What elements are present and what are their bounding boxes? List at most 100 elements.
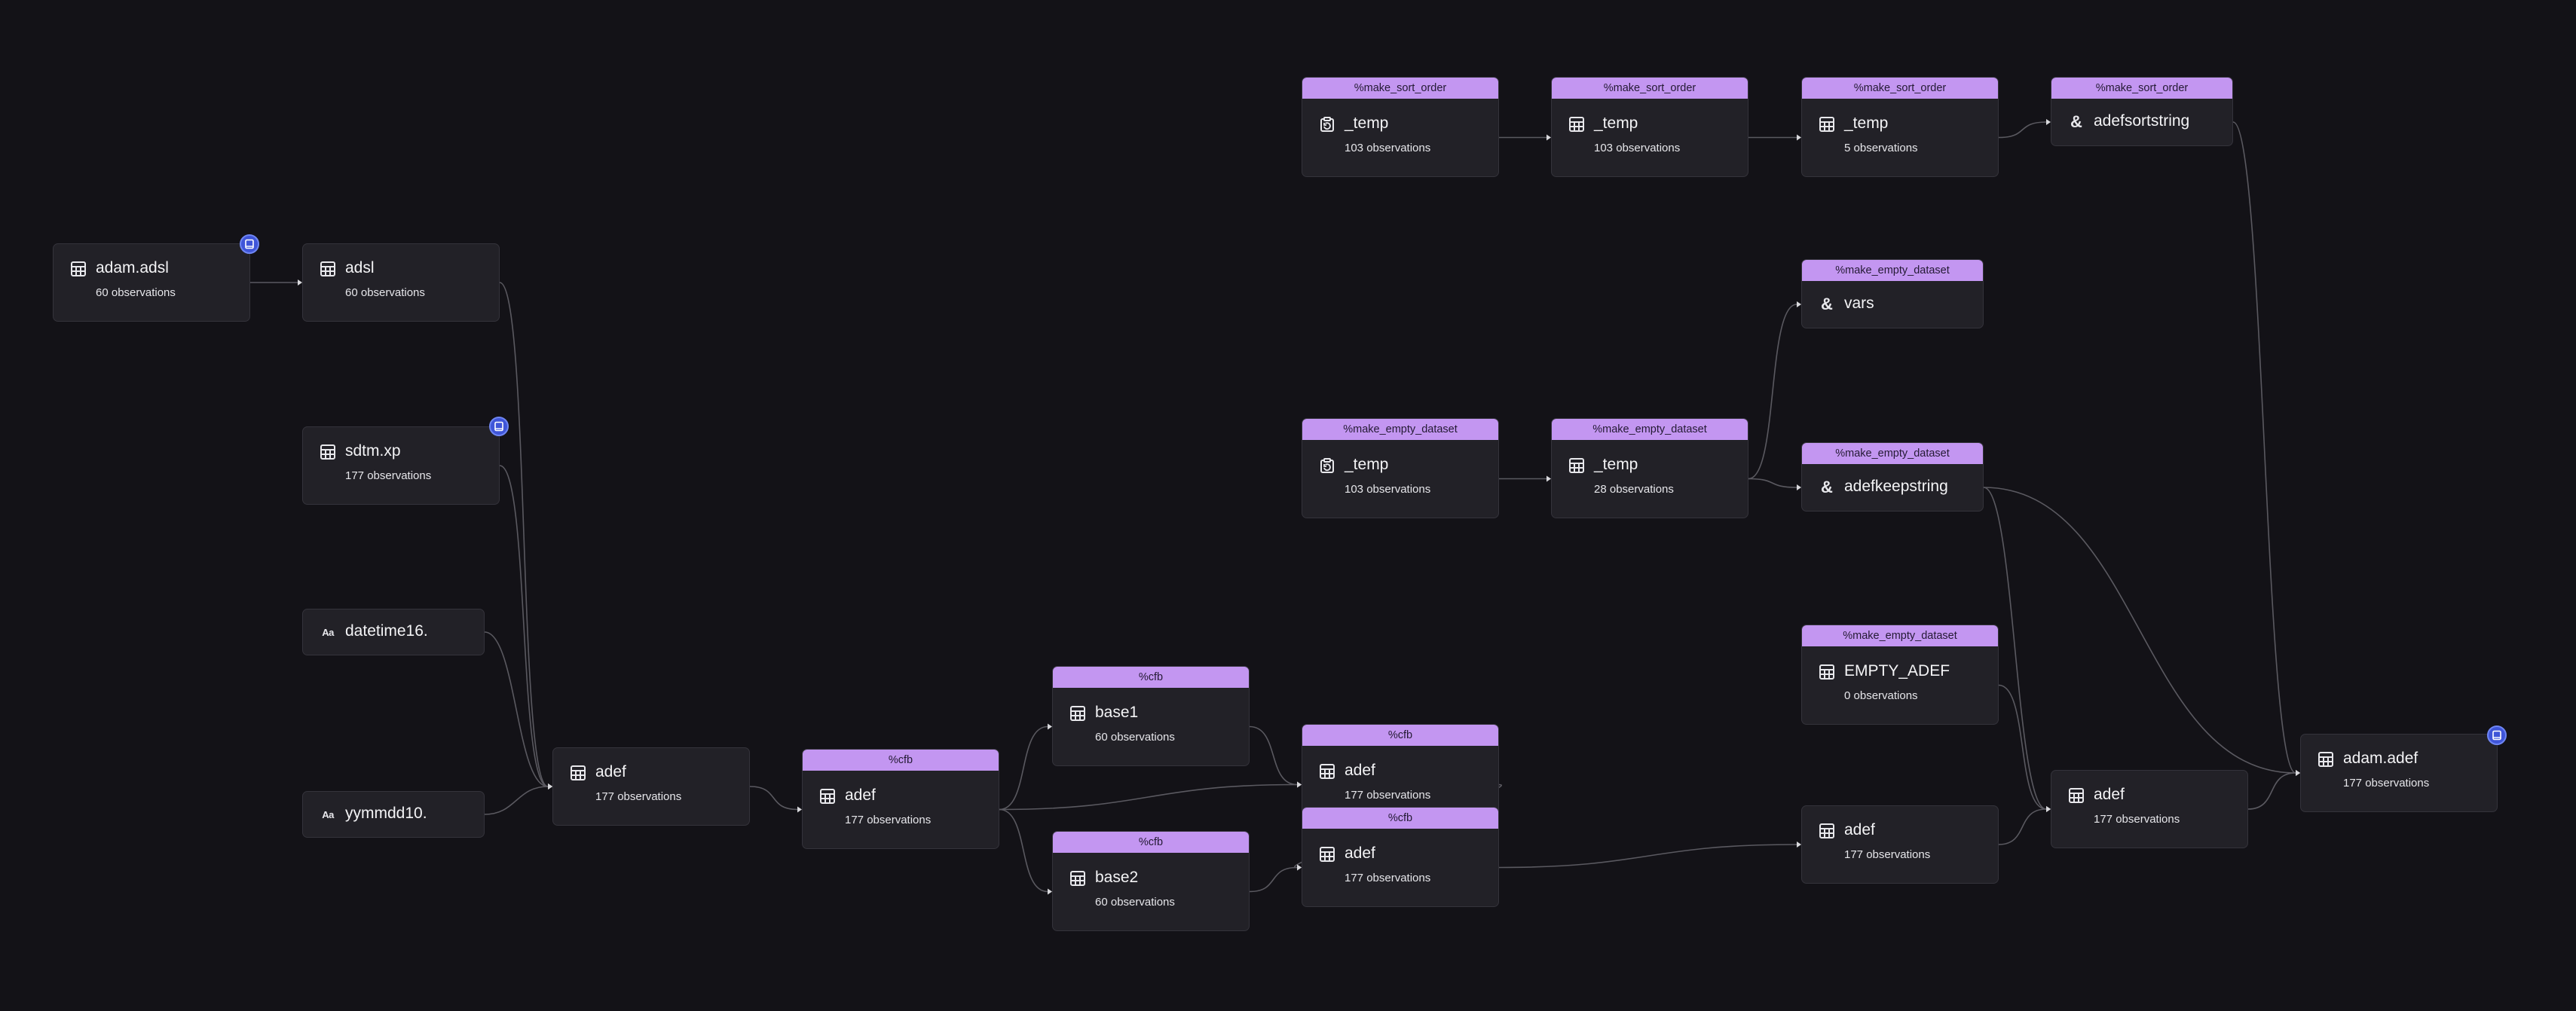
table-icon (320, 261, 336, 277)
book-icon[interactable] (489, 417, 509, 436)
node-adefkeepstring[interactable]: %make_empty_dataset&adefkeepstring (1801, 442, 1984, 512)
node-observation-count: 177 observations (2343, 777, 2430, 790)
ampersand-icon: & (2070, 112, 2082, 131)
edge-arrowhead (1547, 134, 1551, 141)
node-vars[interactable]: %make_empty_dataset&vars (1801, 259, 1984, 328)
edge-adef-5-to-adef-6 (1998, 808, 2047, 845)
node-title: adef (1345, 845, 1375, 862)
node-observation-count: 177 observations (845, 814, 932, 826)
node-observation-count: 103 observations (1345, 483, 1431, 496)
node-title: EMPTY_ADEF (1844, 662, 1950, 680)
table-icon (1319, 846, 1335, 863)
edge-sdtm-xp-to-adef-1 (499, 465, 549, 787)
ampersand-icon: & (1821, 478, 1833, 496)
edge-adef-2-to-adef-3 (999, 783, 1298, 811)
node-title: adefkeepstring (1844, 478, 1948, 495)
node-body: EMPTY_ADEF 0 observations (1802, 646, 1998, 725)
book-icon[interactable] (2487, 725, 2507, 745)
node-adef-1[interactable]: adef 177 observations (552, 747, 750, 826)
edge-adef-6-to-adam-adef (2247, 772, 2296, 810)
table-icon (1069, 870, 1086, 887)
table-icon (2068, 787, 2085, 804)
table-icon (2317, 751, 2334, 768)
node-header-label: %cfb (803, 750, 999, 771)
node-observation-count: 177 observations (1844, 848, 1931, 861)
clipboard-icon (1319, 116, 1335, 133)
node-header-label: %make_empty_dataset (1802, 260, 1983, 281)
node-title: base1 (1095, 704, 1139, 721)
node-header-label: %make_sort_order (1302, 78, 1498, 99)
node-title: adsl (345, 259, 375, 276)
node-observation-count: 0 observations (1844, 689, 1918, 702)
edge-arrowhead (1797, 301, 1801, 307)
node-header-label: %cfb (1302, 725, 1498, 746)
node-title: adam.adsl (96, 259, 169, 276)
edge-arrowhead (1048, 888, 1052, 895)
edge-base1-to-adef-3 (1249, 725, 1298, 786)
table-icon (1568, 116, 1585, 133)
node-adefsortstring[interactable]: %make_sort_order&adefsortstring (2051, 77, 2233, 146)
edge-arrowhead (1547, 475, 1551, 482)
node-title: adefsortstring (2094, 112, 2190, 130)
node-body: &vars (1802, 281, 1983, 329)
edge-sort-temp-3-to-adefsortstring (1998, 121, 2047, 139)
node-body: &adefkeepstring (1802, 464, 1983, 512)
edge-empty-temp-2-to-vars (1748, 304, 1797, 480)
edge-adef-2-to-base1 (999, 725, 1048, 811)
node-observation-count: 60 observations (1095, 731, 1175, 744)
node-body: &adefsortstring (2051, 99, 2232, 147)
edge-arrowhead (298, 279, 302, 286)
edge-arrowhead (1797, 484, 1801, 490)
edge-arrowhead (2296, 770, 2300, 776)
node-title: sdtm.xp (345, 442, 401, 460)
node-header-label: %cfb (1302, 808, 1498, 829)
node-observation-count: 177 observations (595, 790, 682, 803)
edge-adef-2-to-base2 (999, 808, 1048, 893)
edge-adefsortstring-to-adam-adef (2232, 121, 2296, 774)
node-observation-count: 5 observations (1844, 142, 1918, 154)
format-icon: Aa (322, 808, 334, 820)
node-title: base2 (1095, 869, 1139, 886)
edge-yymmdd10-to-adef-1 (484, 786, 549, 815)
edge-arrowhead (548, 783, 552, 790)
table-icon (1319, 763, 1335, 780)
edge-arrowhead (1797, 841, 1801, 848)
book-icon[interactable] (240, 234, 259, 254)
node-title: adef (595, 763, 626, 780)
edge-adef-1-to-adef-2 (749, 786, 798, 811)
table-icon (1069, 705, 1086, 722)
edge-arrowhead (1297, 781, 1302, 788)
